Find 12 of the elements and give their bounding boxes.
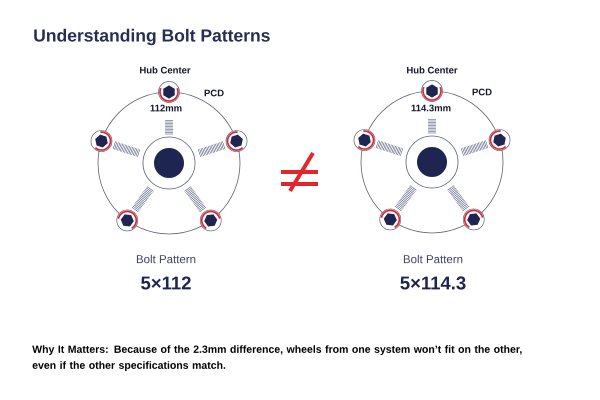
bolt-pattern-label: Bolt Pattern [136,254,196,264]
dimension-label: 112mm [150,104,182,112]
caption: Why It Matters: Because of the 2.3mm difference, wheels from one system won’t fit on the other, even if the other specifications match. [32,345,522,371]
bolt-pattern-value: 5×114.3 [400,276,466,290]
callout-label: PCD [204,90,224,96]
callout-label: Hub Center [407,66,458,74]
callout-label: Hub Center [140,66,190,74]
dimension-label: 114.3mm [412,104,450,112]
title: Understanding Bolt Patterns [34,28,270,46]
bolt-pattern-value: 5×112 [141,276,191,290]
callout-label: PCD [472,88,492,96]
bolt-pattern-label: Bolt Pattern [404,254,462,264]
